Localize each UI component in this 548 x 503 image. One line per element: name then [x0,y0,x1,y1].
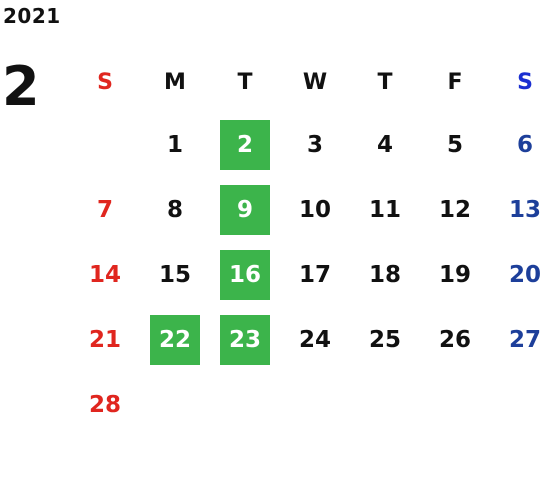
day-cell[interactable]: 22 [140,307,210,372]
day-cell[interactable]: 27 [490,307,548,372]
highlighted-day: 23 [220,314,270,365]
weekday-monday: M [164,69,186,95]
highlighted-day: 9 [220,184,270,235]
day-cell[interactable]: 10 [280,177,350,242]
day-cell[interactable]: 18 [350,242,420,307]
day-number: 3 [306,131,323,158]
day-cell[interactable]: 26 [420,307,490,372]
day-cell[interactable]: 11 [350,177,420,242]
empty-day-cell [210,372,280,437]
day-cell[interactable]: 17 [280,242,350,307]
day-number: 7 [96,196,113,223]
day-cell[interactable]: 5 [420,112,490,177]
day-number: 12 [438,196,471,223]
day-cell[interactable]: 25 [350,307,420,372]
day-number: 14 [88,261,121,288]
day-number: 8 [166,196,183,223]
day-number: 26 [438,326,471,353]
day-cell[interactable]: 20 [490,242,548,307]
day-number: 21 [88,326,121,353]
empty-day-cell [140,372,210,437]
day-cell[interactable]: 13 [490,177,548,242]
day-cell[interactable]: 3 [280,112,350,177]
day-cell[interactable]: 9 [210,177,280,242]
weekday-thursday: T [377,69,393,95]
day-cell[interactable]: 6 [490,112,548,177]
week-row: 28 [70,372,548,437]
day-number: 25 [368,326,401,353]
day-number: 13 [508,196,541,223]
day-number: 1 [166,131,183,158]
day-cell[interactable]: 23 [210,307,280,372]
day-number: 28 [88,391,121,418]
day-cell[interactable]: 15 [140,242,210,307]
day-cell[interactable]: 4 [350,112,420,177]
weekday-tuesday: T [237,69,253,95]
day-cell[interactable]: 28 [70,372,140,437]
weekday-saturday: S [517,69,533,95]
highlighted-day: 16 [220,249,270,300]
day-number: 17 [298,261,331,288]
month-number: 2 [2,55,40,118]
day-number: 5 [446,131,463,158]
day-cell[interactable]: 21 [70,307,140,372]
day-number: 11 [368,196,401,223]
highlighted-day: 22 [150,314,200,365]
day-number: 18 [368,261,401,288]
day-number: 24 [298,326,331,353]
empty-day-cell [350,372,420,437]
day-number: 10 [298,196,331,223]
weekday-header-row: S M T W T F S [70,52,548,112]
empty-day-cell [70,112,140,177]
empty-day-cell [420,372,490,437]
day-number: 6 [516,131,533,158]
highlighted-day: 2 [220,119,270,170]
day-cell[interactable]: 19 [420,242,490,307]
week-row: 1 2 3 4 5 6 [70,112,548,177]
empty-day-cell [280,372,350,437]
day-number: 20 [508,261,541,288]
empty-day-cell [490,372,548,437]
week-row: 7 8 9 10 11 12 13 [70,177,548,242]
day-cell[interactable]: 16 [210,242,280,307]
day-cell[interactable]: 12 [420,177,490,242]
year-label: 2021 [3,4,61,28]
day-number: 15 [158,261,191,288]
week-row: 14 15 16 17 18 19 20 [70,242,548,307]
weekday-sunday: S [97,69,113,95]
day-cell[interactable]: 14 [70,242,140,307]
day-cell[interactable]: 24 [280,307,350,372]
week-row: 21 22 23 24 25 26 27 [70,307,548,372]
weekday-wednesday: W [302,69,328,95]
day-number: 19 [438,261,471,288]
day-cell[interactable]: 2 [210,112,280,177]
day-number: 27 [508,326,541,353]
day-cell[interactable]: 8 [140,177,210,242]
day-number: 4 [376,131,393,158]
weekday-friday: F [447,69,463,95]
day-cell[interactable]: 1 [140,112,210,177]
day-cell[interactable]: 7 [70,177,140,242]
